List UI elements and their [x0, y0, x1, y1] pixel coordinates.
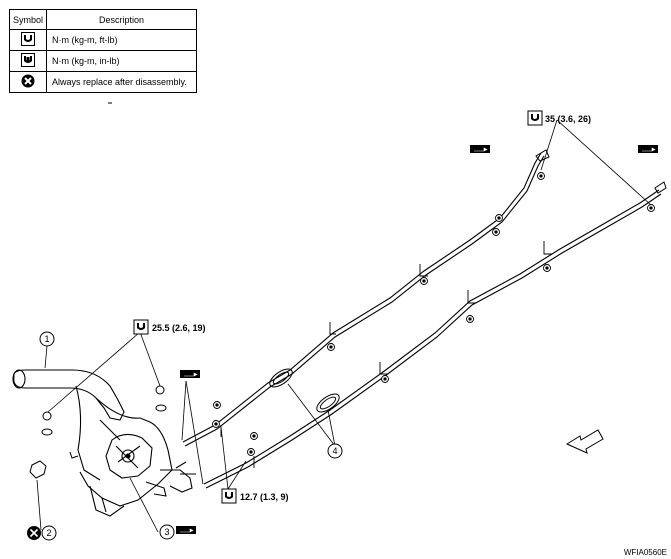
- callout-number: 4: [332, 446, 337, 456]
- legend-description-replace: Always replace after disassembly.: [46, 71, 197, 93]
- legend-row-ft-lb: N·m (kg-m, ft-lb): [9, 29, 197, 51]
- rear-cable-left: [182, 152, 545, 447]
- vehicle-front-direction-arrow: [565, 429, 604, 454]
- symbol-legend-table: Symbol Description N·m (kg-m, ft-lb) N·m…: [9, 9, 197, 93]
- torque-wrench-inlb-icon: [21, 53, 35, 67]
- lever-fasteners: [29, 385, 167, 479]
- parking-brake-lever: [12, 369, 196, 517]
- torque-wrench-icon: [133, 319, 149, 335]
- torque-wrench-icon: [221, 488, 237, 504]
- replace-part-icon: [21, 74, 35, 88]
- torque-wrench-icon: [21, 32, 35, 46]
- torque-value-cable-mount: 12.7 (1.3, 9): [240, 492, 289, 502]
- legend-symbol-cell: [9, 29, 47, 51]
- front-arrow-icon: [469, 144, 491, 154]
- callout-item-3: 3: [159, 524, 175, 540]
- front-arrow-icon: [175, 525, 197, 535]
- torque-label-cable-mount: 12.7 (1.3, 9): [221, 488, 289, 504]
- cable-end-fittings: [535, 149, 667, 194]
- legend-row-replace: Always replace after disassembly.: [9, 71, 197, 93]
- cable-boot-left: [269, 368, 293, 388]
- torque-label-lever-mount: 25.5 (2.6, 19): [133, 319, 206, 335]
- torque-value-lever-mount: 25.5 (2.6, 19): [152, 323, 206, 333]
- leader-lines: [36, 119, 652, 533]
- front-arrow-icon: [179, 369, 201, 379]
- legend-row-in-lb: N·m (kg-m, in-lb): [9, 50, 197, 72]
- torque-value-rear-bracket: 35 (3.6, 26): [545, 114, 591, 124]
- cable-clips: [212, 172, 655, 468]
- replace-part-icon: [29, 528, 39, 538]
- figure-id: WFIA0560E: [623, 548, 667, 557]
- callout-item-4: 4: [327, 443, 343, 459]
- rear-cable-right: [203, 189, 662, 489]
- callout-item-1: 1: [39, 331, 55, 347]
- torque-wrench-icon: [527, 110, 543, 126]
- torque-label-rear-bracket: 35 (3.6, 26): [527, 110, 591, 126]
- callout-item-2: 2: [27, 525, 57, 541]
- callout-number: 1: [44, 334, 49, 344]
- callout-number: 2: [46, 528, 51, 538]
- cable-boot-right: [316, 393, 340, 413]
- callout-number: 3: [164, 527, 169, 537]
- front-arrow-icon: [637, 144, 659, 154]
